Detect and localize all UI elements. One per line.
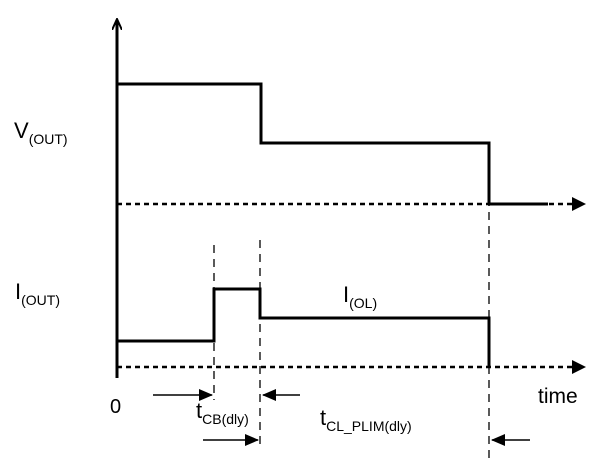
i-out-waveform — [117, 287, 491, 367]
origin-label: 0 — [110, 396, 121, 418]
t-cb-dly-label: tCB(dly) — [196, 398, 249, 427]
v-out-label: V(OUT) — [14, 118, 68, 147]
v-out-waveform — [117, 82, 491, 204]
i-ol-label: I(OL) — [343, 282, 377, 311]
i-out-label: I(OUT) — [15, 279, 60, 308]
v-out-baseline-arrowhead — [572, 197, 586, 211]
time-axis-label: time — [538, 385, 578, 408]
time-axis-arrowhead — [572, 360, 586, 374]
t-cl-plim-dly-label: tCL_PLIM(dly) — [320, 405, 412, 434]
